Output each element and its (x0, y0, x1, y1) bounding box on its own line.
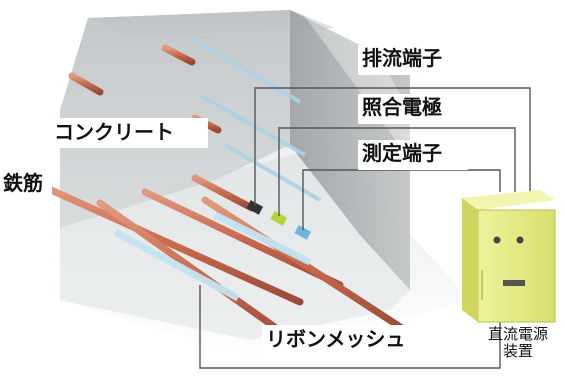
label-drain-terminal: 排流端子 (362, 46, 442, 70)
label-dc-power-supply-line1: 直流電源 (487, 325, 548, 343)
leader-line-drain (254, 87, 531, 205)
ribbon-mesh-strip (199, 93, 306, 157)
power-supply-plate (503, 280, 525, 286)
label-rebar: 鉄筋 (3, 171, 43, 195)
ribbon-mesh-strip (213, 211, 312, 266)
power-supply-top (462, 190, 555, 210)
power-supply-side (462, 198, 478, 322)
label-dc-power-supply-line2: 装置 (502, 342, 533, 361)
rebar-bar (191, 174, 256, 212)
rebar-bar (36, 181, 304, 306)
dc-power-supply-box (462, 190, 556, 323)
label-concrete: コンクリート (54, 120, 174, 144)
label-backdrop (262, 325, 430, 355)
rebar-bar (201, 196, 409, 334)
leader-line-ribbon (199, 285, 501, 369)
ribbon-mesh-group (113, 38, 322, 302)
label-backdrop (50, 118, 208, 148)
rebar-bar (161, 44, 196, 66)
label-reference-electrode: 照合電極 (362, 95, 442, 119)
label-backdrop (358, 45, 468, 75)
power-supply-front (477, 209, 556, 323)
power-supply-knob (516, 236, 524, 244)
label-backdrop (358, 94, 468, 124)
label-backdrop (0, 170, 52, 196)
ribbon-mesh-strip (223, 143, 322, 202)
label-measurement-terminal: 測定端子 (362, 141, 442, 165)
measurement-terminal-part (294, 225, 312, 240)
ribbon-mesh-strip (113, 228, 240, 302)
leader-line-reference (278, 127, 516, 216)
label-dc-power-supply: 直流電源 装置 (474, 325, 562, 361)
rebar-bar (68, 72, 104, 96)
drain-terminal-part (246, 200, 264, 215)
label-ribbon-mesh: リボンメッシュ (266, 327, 406, 351)
label-backdrop (358, 140, 468, 170)
power-supply-knob (493, 236, 501, 244)
reference-electrode-part (270, 211, 288, 226)
concrete-bottom-face (60, 145, 410, 340)
ribbon-mesh-strip (193, 38, 302, 104)
concrete-side-face (290, 10, 410, 290)
